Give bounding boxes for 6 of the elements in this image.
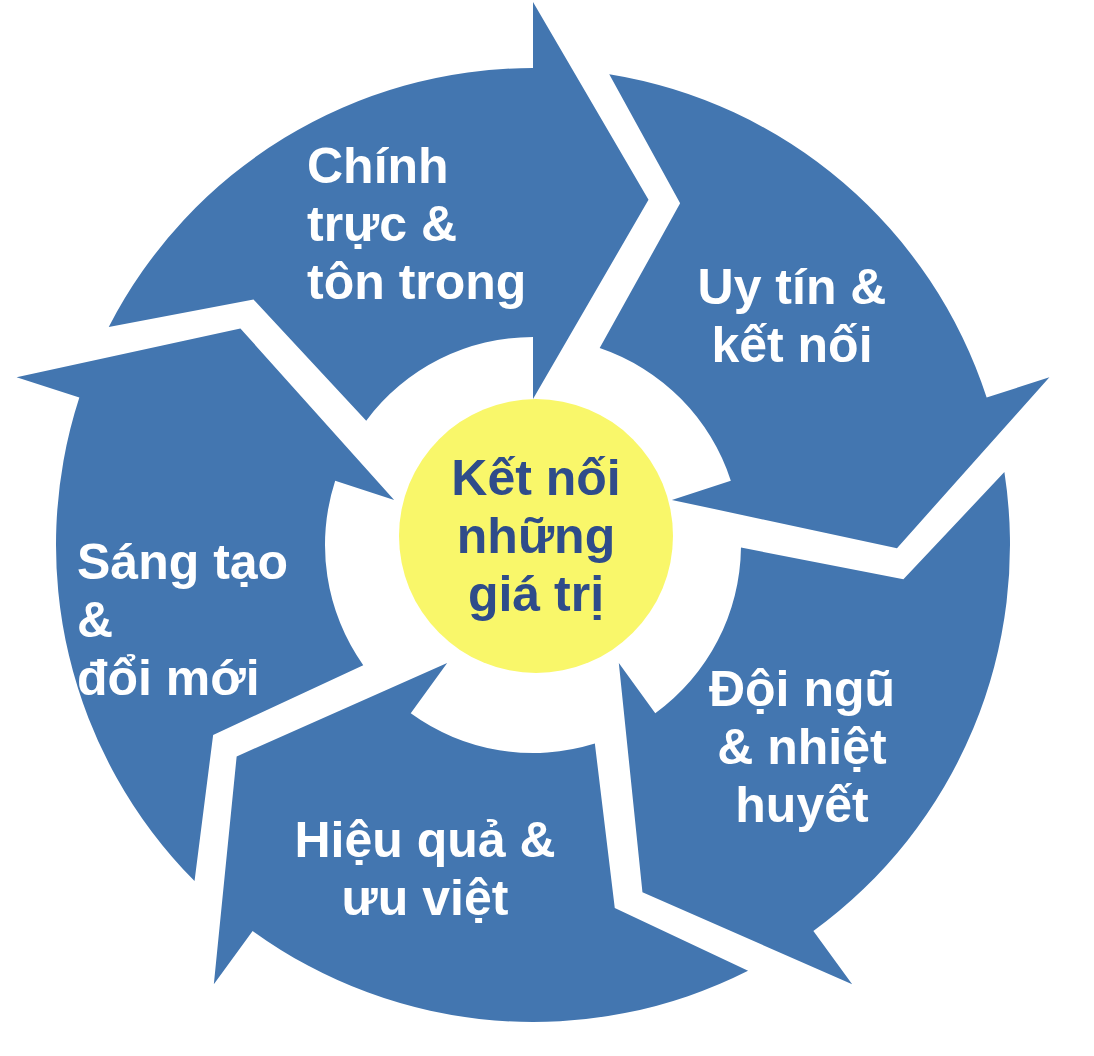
- segment-text: Hiệu quả & ưu việt: [294, 811, 556, 927]
- center-text: Kết nối những giá trị: [451, 449, 621, 623]
- segment-text: Đội ngũ & nhiệt huyết: [708, 660, 896, 834]
- segment-text: Chính trực & tôn trong: [307, 137, 527, 311]
- segment-text: Uy tín & kết nối: [697, 258, 887, 374]
- segment-text: Sáng tạo & đổi mới: [77, 533, 289, 707]
